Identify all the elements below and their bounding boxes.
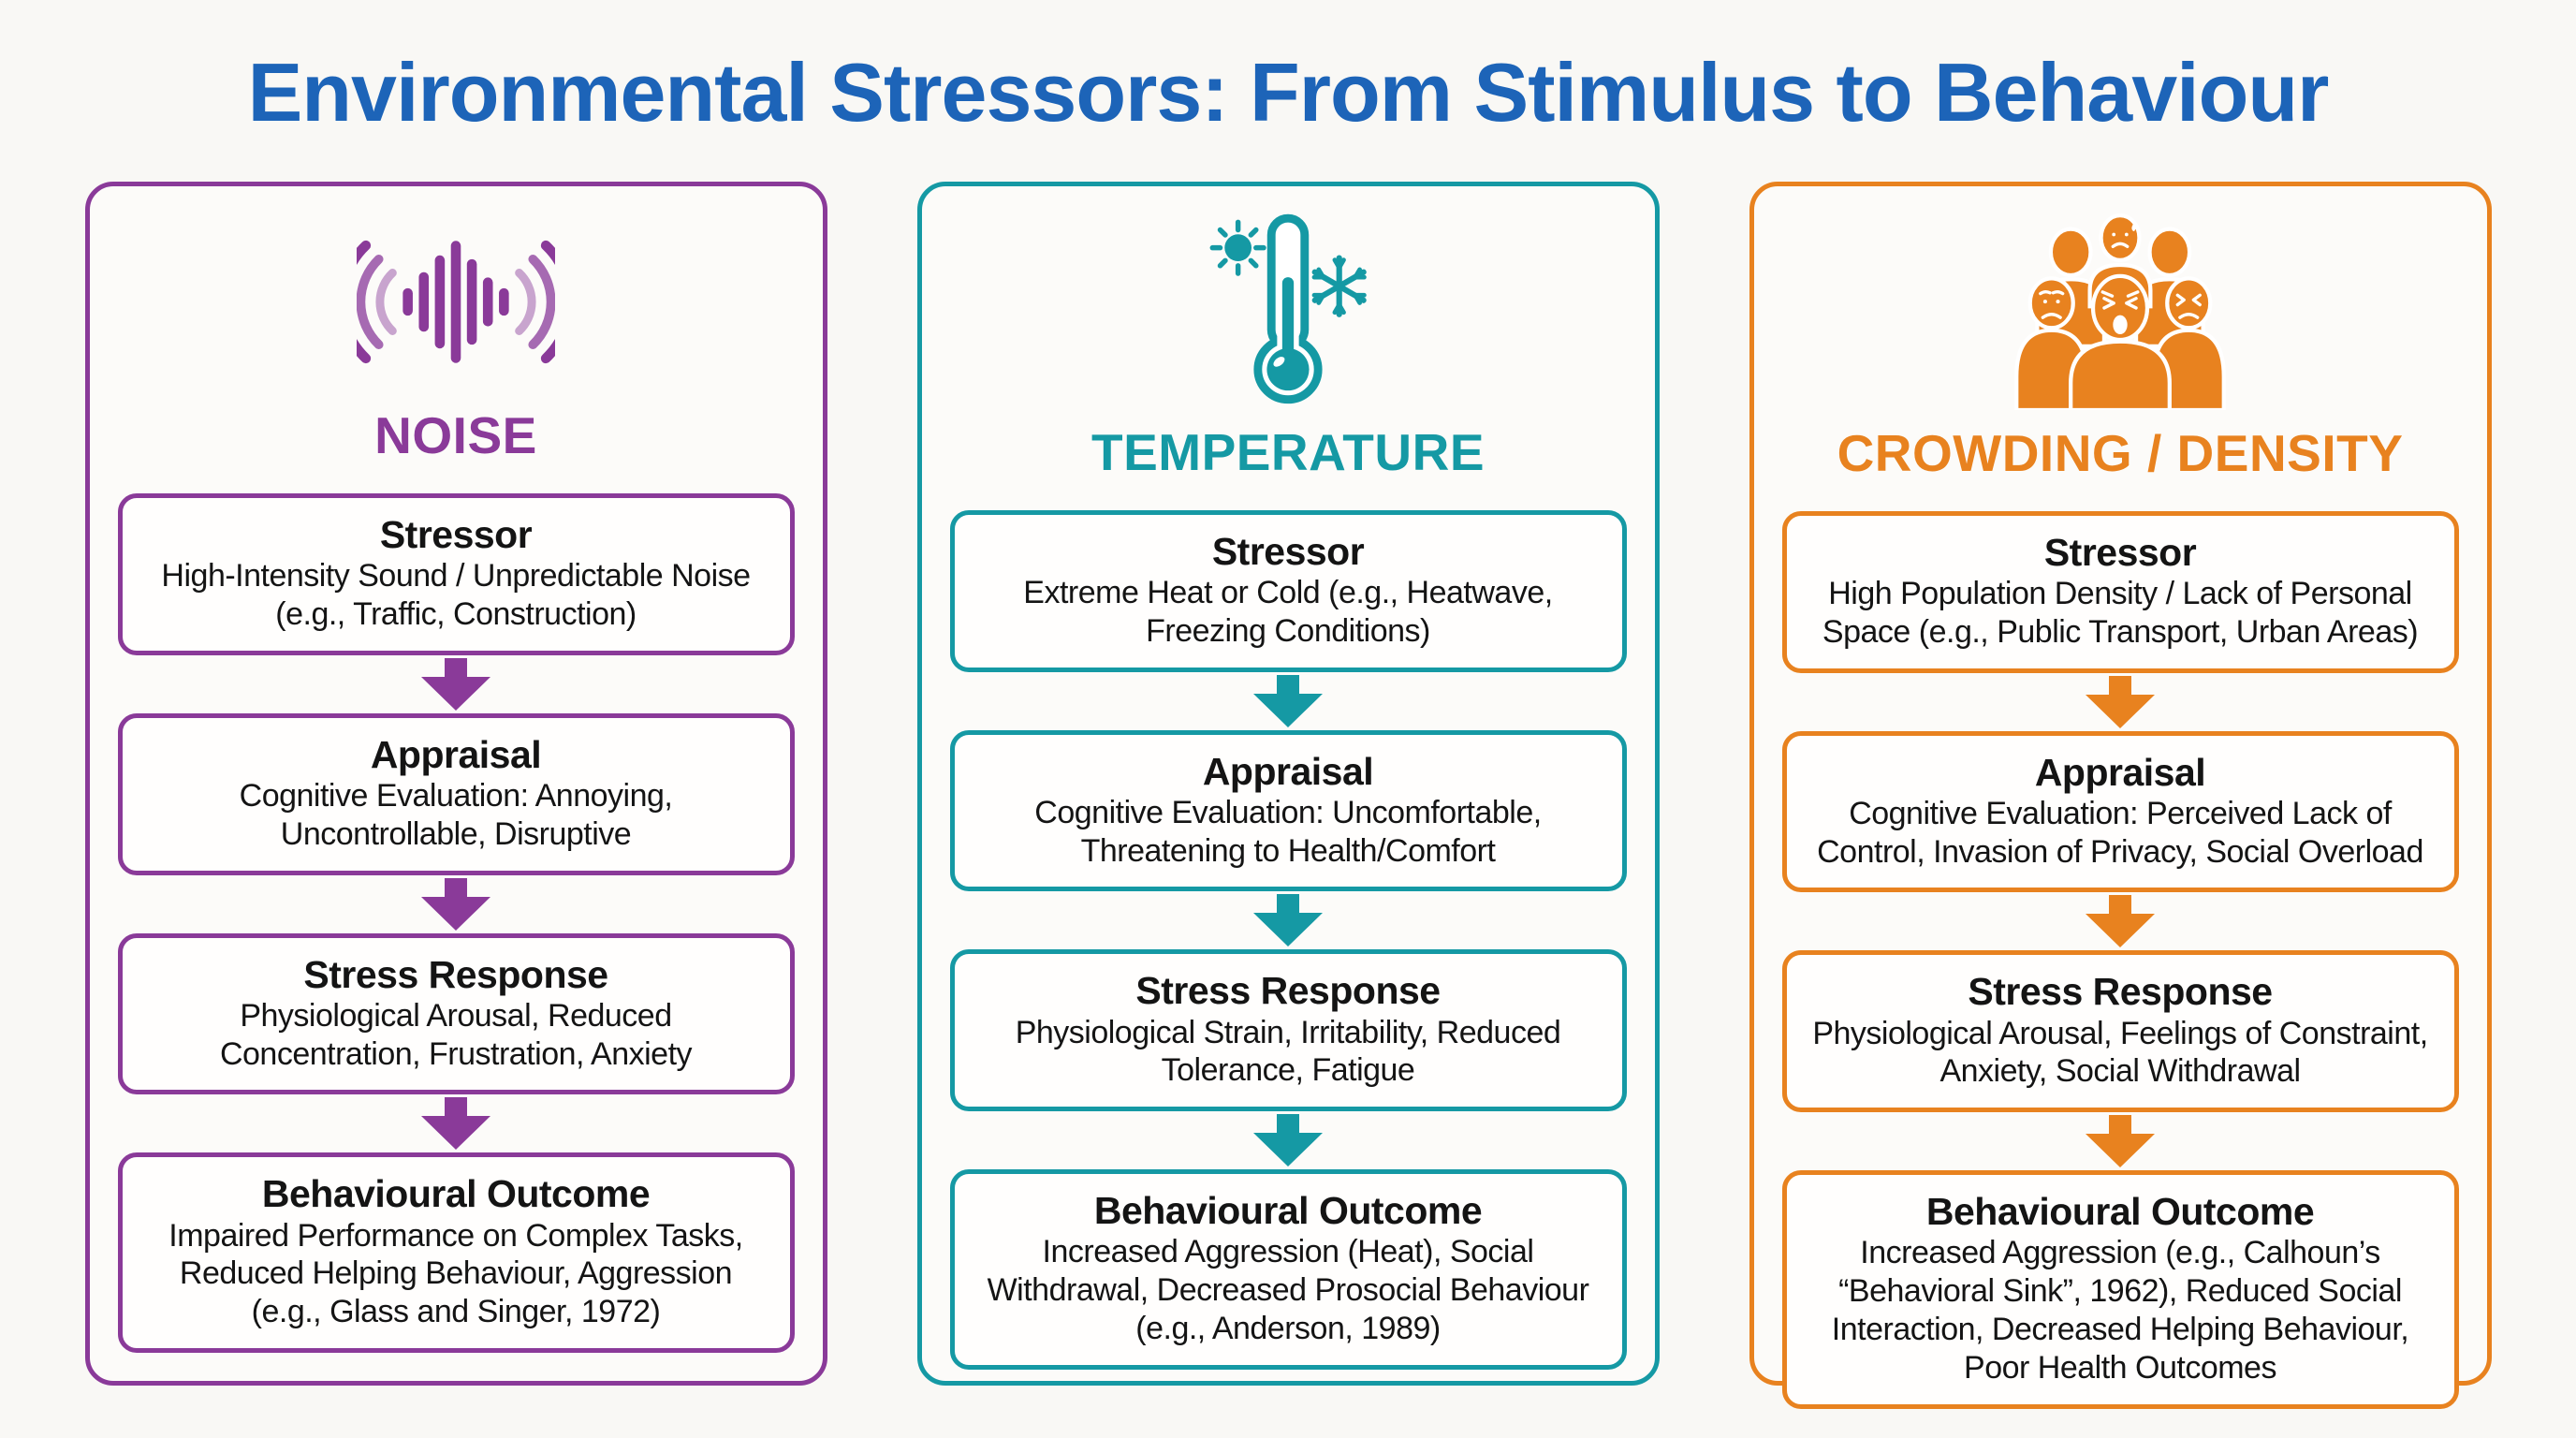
- crowd-icon: [2000, 211, 2240, 410]
- crowding-appraisal-box: Appraisal Cognitive Evaluation: Perceive…: [1781, 730, 2459, 893]
- box-body: Impaired Performance on Complex Tasks, R…: [168, 1217, 743, 1330]
- box-body: Physiological Arousal, Feelings of Const…: [1812, 1015, 2428, 1090]
- down-arrow-icon: [1246, 674, 1330, 728]
- box-heading: Stress Response: [1968, 970, 2273, 1014]
- box-heading: Appraisal: [370, 733, 542, 776]
- down-arrow-icon: [1246, 1113, 1330, 1167]
- noise-behavioural-outcome-box: Behavioural Outcome Impaired Performance…: [117, 1152, 795, 1353]
- temperature-appraisal-box: Appraisal Cognitive Evaluation: Uncomfor…: [949, 729, 1627, 892]
- box-body: Cognitive Evaluation: Annoying, Uncontro…: [239, 778, 673, 852]
- column-temperature: TEMPERATURE Stressor Extreme Heat or Col…: [916, 182, 1660, 1386]
- box-body: High-Intensity Sound / Unpredictable Noi…: [161, 558, 751, 633]
- box-body: Physiological Arousal, Reduced Concentra…: [219, 997, 693, 1072]
- sound-waves-icon: [357, 211, 555, 392]
- down-arrow-icon: [2078, 894, 2162, 948]
- column-title-crowding: CROWDING / DENSITY: [1837, 424, 2404, 482]
- temperature-behavioural-outcome-box: Behavioural Outcome Increased Aggression…: [949, 1169, 1627, 1370]
- noise-stressor-box: Stressor High-Intensity Sound / Unpredic…: [117, 493, 795, 655]
- temperature-stressor-box: Stressor Extreme Heat or Cold (e.g., Hea…: [949, 510, 1627, 672]
- down-arrow-icon: [414, 1096, 498, 1151]
- column-noise: NOISE Stressor High-Intensity Sound / Un…: [84, 182, 827, 1386]
- crowding-stressor-box: Stressor High Population Density / Lack …: [1781, 511, 2459, 673]
- box-heading: Behavioural Outcome: [1093, 1189, 1483, 1233]
- down-arrow-icon: [414, 877, 498, 932]
- down-arrow-icon: [2078, 1114, 2162, 1168]
- box-body: Extreme Heat or Cold (e.g., Heatwave, Fr…: [1023, 575, 1553, 649]
- page-title: Environmental Stressors: From Stimulus t…: [247, 46, 2330, 139]
- box-heading: Appraisal: [2034, 750, 2206, 794]
- box-heading: Appraisal: [1202, 749, 1374, 793]
- column-title-noise: NOISE: [374, 406, 537, 465]
- down-arrow-icon: [1246, 893, 1330, 947]
- box-body: High Population Density / Lack of Person…: [1822, 576, 2419, 650]
- down-arrow-icon: [414, 657, 498, 712]
- column-crowding: CROWDING / DENSITY Stressor High Populat…: [1749, 182, 2492, 1409]
- crowding-behavioural-outcome-box: Behavioural Outcome Increased Aggression…: [1781, 1170, 2459, 1409]
- column-title-temperature: TEMPERATURE: [1090, 423, 1486, 481]
- box-body: Increased Aggression (Heat), Social With…: [987, 1234, 1589, 1346]
- box-heading: Stress Response: [303, 952, 608, 996]
- columns-row: NOISE Stressor High-Intensity Sound / Un…: [0, 182, 2576, 1409]
- temperature-stress-response-box: Stress Response Physiological Strain, Ir…: [949, 949, 1627, 1112]
- box-heading: Behavioural Outcome: [261, 1172, 651, 1216]
- crowding-stress-response-box: Stress Response Physiological Arousal, F…: [1781, 950, 2459, 1113]
- box-heading: Behavioural Outcome: [1925, 1190, 2315, 1234]
- box-heading: Stress Response: [1135, 969, 1441, 1013]
- box-body: Increased Aggression (e.g., Calhoun’s “B…: [1831, 1235, 2409, 1386]
- down-arrow-icon: [2078, 675, 2162, 729]
- noise-stress-response-box: Stress Response Physiological Arousal, R…: [117, 932, 795, 1095]
- box-body: Cognitive Evaluation: Uncomfortable, Thr…: [1034, 794, 1542, 869]
- box-heading: Stressor: [2043, 531, 2197, 574]
- box-heading: Stressor: [379, 513, 533, 557]
- thermometer-hot-cold-icon: [1205, 211, 1371, 409]
- noise-appraisal-box: Appraisal Cognitive Evaluation: Annoying…: [117, 713, 795, 875]
- box-body: Physiological Strain, Irritability, Redu…: [1015, 1014, 1561, 1089]
- box-heading: Stressor: [1211, 530, 1365, 573]
- box-body: Cognitive Evaluation: Perceived Lack of …: [1817, 795, 2423, 870]
